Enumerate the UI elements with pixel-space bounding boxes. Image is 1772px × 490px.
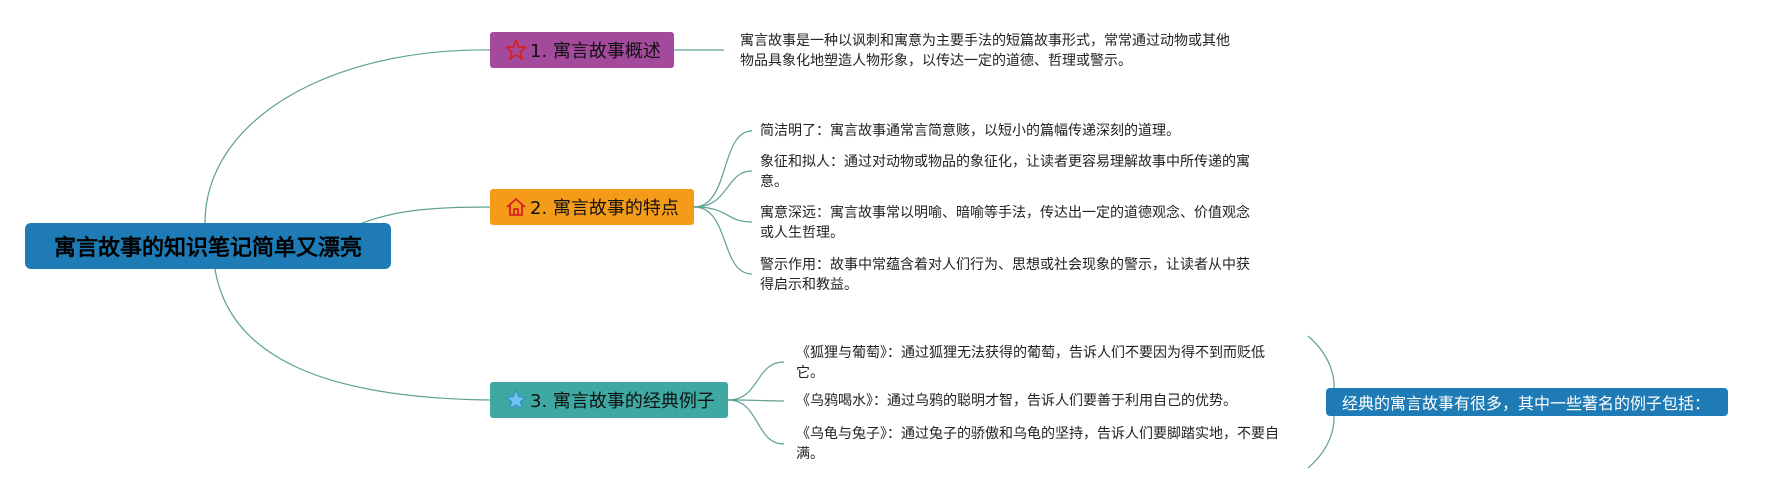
branch-2-leaf-2: 象征和拟人：通过对动物或物品的象征化，让读者更容易理解故事中所传递的寓 意。 [760,152,1250,192]
leaf-line: 警示作用：故事中常蕴含着对人们行为、思想或社会现象的警示，让读者从中获 [760,257,1250,273]
branch-2-label: 2. 寓言故事的特点 [530,198,679,219]
leaf-line: 或人生哲理。 [760,225,844,241]
link-branch-2-leaf-3 [693,206,753,223]
branch-1-label: 1. 寓言故事概述 [530,41,661,62]
root-topic-title: 寓言故事的知识笔记简单又漂亮 [53,236,362,261]
leaf-line: 简洁明了：寓言故事通常言简意赅，以短小的篇幅传递深刻的道理。 [760,123,1180,139]
link-root-branch-3 [214,268,491,401]
home-icon [504,195,528,219]
leaf-line: 《乌鸦喝水》：通过乌鸦的聪明才智，告诉人们要善于利用自己的优势。 [796,393,1237,409]
branch-3-leaf-1: 《狐狸与葡萄》：通过狐狸无法获得的葡萄，告诉人们不要因为得不到而贬低 它。 [796,343,1265,383]
branch-3-topic[interactable]: 3. 寓言故事的经典例子 [490,382,728,418]
link-branch-2-leaf-4 [693,206,753,275]
branch-2-topic[interactable]: 2. 寓言故事的特点 [490,189,694,225]
leaf-line: 它。 [796,365,824,381]
leaf-line: 得启示和教益。 [760,277,858,293]
leaf-line: 象征和拟人：通过对动物或物品的象征化，让读者更容易理解故事中所传递的寓 [760,154,1250,170]
star-filled-icon [504,388,528,412]
branch-1-leaf-1: 寓言故事是一种以讽刺和寓意为主要手法的短篇故事形式，常常通过动物或其他 物品具象… [740,31,1230,71]
link-root-branch-2 [349,206,491,229]
branch-2-leaf-3: 寓意深远：寓言故事常以明喻、暗喻等手法，传达出一定的道德观念、价值观念 或人生哲… [760,203,1250,243]
link-branch-3-leaf-1 [727,361,785,401]
leaf-line: 满。 [796,446,824,462]
star-outline-icon [504,38,528,62]
summary-topic[interactable]: 经典的寓言故事有很多，其中一些著名的例子包括： [1326,388,1728,416]
branch-3-leaf-2: 《乌鸦喝水》：通过乌鸦的聪明才智，告诉人们要善于利用自己的优势。 [796,391,1237,411]
branch-1-topic[interactable]: 1. 寓言故事概述 [490,32,674,68]
leaf-line: 意。 [760,174,788,190]
root-topic[interactable]: 寓言故事的知识笔记简单又漂亮 [25,223,391,269]
branch-2-leaf-1: 简洁明了：寓言故事通常言简意赅，以短小的篇幅传递深刻的道理。 [760,121,1180,141]
link-branch-3-leaf-2 [727,399,785,402]
summary-label: 经典的寓言故事有很多，其中一些著名的例子包括： [1342,394,1711,413]
leaf-line: 寓意深远：寓言故事常以明喻、暗喻等手法，传达出一定的道德观念、价值观念 [760,205,1250,221]
leaf-line: 寓言故事是一种以讽刺和寓意为主要手法的短篇故事形式，常常通过动物或其他 [740,33,1230,49]
link-branch-2-leaf-1 [693,130,753,208]
leaf-line: 《乌龟与兔子》：通过兔子的骄傲和乌龟的坚持，告诉人们要脚踏实地，不要自 [796,426,1279,442]
leaf-line: 物品具象化地塑造人物形象，以传达一定的道德、哲理或警示。 [740,53,1132,69]
link-branch-3-leaf-3 [727,399,785,445]
leaf-line: 《狐狸与葡萄》：通过狐狸无法获得的葡萄，告诉人们不要因为得不到而贬低 [796,345,1265,361]
link-branch-2-leaf-2 [693,170,753,208]
branch-3-label: 3. 寓言故事的经典例子 [530,391,715,412]
branch-2-leaf-4: 警示作用：故事中常蕴含着对人们行为、思想或社会现象的警示，让读者从中获 得启示和… [760,255,1250,295]
link-root-branch-1 [204,49,491,224]
branch-3-leaf-3: 《乌龟与兔子》：通过兔子的骄傲和乌龟的坚持，告诉人们要脚踏实地，不要自 满。 [796,424,1279,464]
